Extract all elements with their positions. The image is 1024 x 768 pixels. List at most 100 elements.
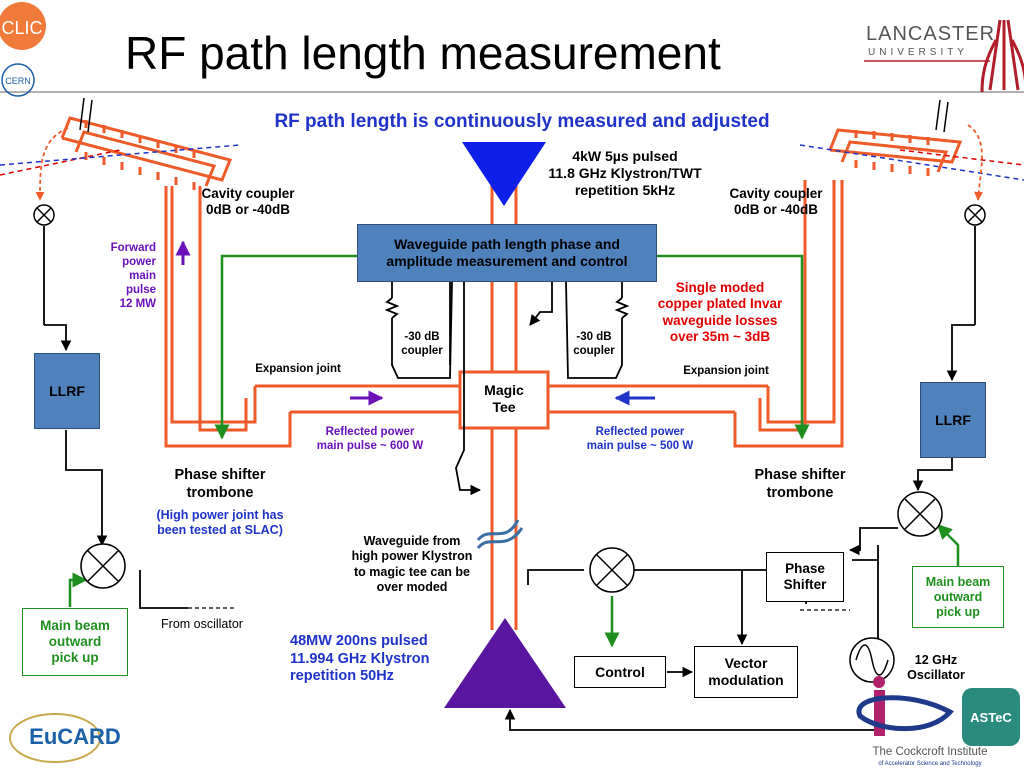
waveguide-note-line: Waveguide from — [363, 534, 461, 548]
measurement-box-line: Waveguide path length phase and — [394, 236, 620, 253]
high-power-line: been tested at SLAC) — [157, 523, 283, 538]
beam-line-left-red — [0, 149, 121, 176]
lancaster-line1: LANCASTER — [866, 23, 995, 45]
pickup-line: Main beam — [40, 617, 110, 633]
forward-power-line: pulse — [125, 284, 156, 297]
high-power-joint-note: (High power joint has been tested at SLA… — [140, 508, 300, 539]
coupler-right-label: -30 dB coupler — [564, 330, 624, 358]
pickup-loop-left — [35, 127, 69, 201]
magic-tee-label: Magic Tee — [460, 382, 548, 416]
cavity-coupler-line: Cavity coupler — [729, 186, 823, 201]
klystron-bottom — [444, 618, 566, 708]
beam-line-left-blue — [0, 144, 241, 166]
forward-power-line: main — [129, 270, 156, 283]
cockcroft-line1: The Cockcroft Institute — [872, 746, 987, 758]
cavity-coupler-line: 0dB or -40dB — [733, 202, 818, 218]
from-oscillator-label: From oscillator — [161, 617, 243, 631]
waveguide-note: Waveguide from high power Klystron to ma… — [342, 534, 482, 595]
cavity-right — [828, 128, 963, 176]
lancaster-line2: UNIVERSITY — [868, 47, 968, 58]
cockcroft-line2: of Accelerator Science and Technology — [878, 761, 981, 767]
coupler-network — [384, 281, 630, 496]
klystron-top-line: 4kW 5µs pulsed — [572, 148, 678, 164]
llrf-box-left: LLRF — [34, 353, 100, 429]
trombone-line: Phase shifter — [174, 467, 266, 483]
expansion-joint-left: Expansion joint — [255, 363, 341, 375]
magic-tee-line: Tee — [492, 399, 516, 416]
single-moded-line: waveguide losses — [662, 312, 778, 328]
phase-shifter-line: Phase — [785, 560, 825, 576]
klystron-bottom-label: 48MW 200ns pulsed 11.994 GHz Klystron re… — [290, 633, 460, 686]
pickup-probes — [79, 97, 949, 133]
coupler-line: coupler — [573, 345, 615, 358]
phase-shifter-line: Shifter — [783, 577, 827, 592]
reflected-power-line: main pulse ~ 500 W — [586, 440, 694, 453]
llrf-box-right: LLRF — [920, 382, 986, 458]
waveguide-note-line: high power Klystron — [351, 549, 473, 564]
page-subtitle: RF path length is continuously measured … — [274, 111, 770, 132]
phase-shifter-box: Phase Shifter — [766, 552, 844, 602]
klystron-top — [462, 142, 546, 206]
magic-tee-box — [458, 370, 550, 430]
cavity-coupler-right-label: Cavity coupler 0dB or -40dB — [716, 186, 836, 219]
beam-line-right-red — [899, 149, 1024, 166]
vector-modulation-line: modulation — [708, 672, 784, 688]
klystron-top-line: 11.8 GHz Klystron/TWT — [548, 165, 702, 182]
pickup-line-right — [936, 523, 960, 568]
eucard-logo: EuCARD — [9, 713, 121, 763]
phase-shifter-trombone-right: Phase shifter trombone — [740, 467, 860, 502]
mixer-right-top — [964, 204, 986, 226]
single-moded-line: Single moded — [675, 280, 765, 295]
pickup-loop-right — [967, 124, 984, 201]
klystron-bottom-line: 11.994 GHz Klystron — [290, 650, 430, 667]
expansion-joint-right: Expansion joint — [683, 365, 769, 377]
pickup-line: outward — [933, 589, 983, 604]
control-line-left — [214, 254, 357, 440]
vector-modulation-box: Vector modulation — [694, 646, 798, 698]
pickup-line: Main beam — [925, 574, 991, 589]
waveguide-note-line: to magic tee can be — [353, 564, 470, 579]
klystron-top-line: repetition 5kHz — [574, 182, 676, 199]
left-signal-chain — [43, 226, 188, 609]
trombone-line: Phase shifter — [754, 467, 846, 483]
single-moded-note: Single moded copper plated Invar wavegui… — [640, 280, 800, 346]
cavity-coupler-line: 0dB or -40dB — [205, 202, 290, 218]
cockcroft-logo: The Cockcroft Institute of Accelerator S… — [856, 676, 988, 767]
beam-line-right-blue — [799, 144, 1024, 181]
phase-shifter-trombone-left: Phase shifter trombone — [160, 467, 280, 502]
pickup-line-left — [68, 572, 88, 607]
pickup-line: outward — [48, 633, 102, 649]
mixer-left-top — [33, 204, 55, 226]
high-power-line: (High power joint has — [156, 508, 284, 522]
reflected-power-left: Reflected power main pulse ~ 600 W — [300, 425, 440, 453]
single-moded-line: over 35m ~ 3dB — [669, 329, 771, 345]
lancaster-logo: LANCASTER UNIVERSITY — [864, 19, 1024, 93]
trombone-line: trombone — [186, 484, 254, 501]
coupler-left-label: -30 dB coupler — [392, 330, 452, 358]
reflected-power-line: Reflected power — [325, 426, 415, 438]
cern-logo: CERN — [1, 63, 35, 97]
vector-modulation-line: Vector — [724, 655, 768, 672]
coupler-line: -30 dB — [404, 331, 440, 343]
clic-logo: CLIC — [0, 2, 46, 50]
control-line-right — [656, 254, 810, 440]
klystron-top-label: 4kW 5µs pulsed 11.8 GHz Klystron/TWT rep… — [525, 148, 725, 199]
coupler-line: -30 dB — [576, 331, 612, 343]
reflected-power-right: Reflected power main pulse ~ 500 W — [570, 425, 710, 453]
oscillator-line: Oscillator — [907, 668, 965, 683]
eucard-logo-text: EuCARD — [29, 724, 121, 749]
reflected-power-line: Reflected power — [595, 426, 685, 438]
main-beam-pickup-right: Main beam outward pick up — [912, 566, 1004, 628]
mixer-right-bottom — [897, 491, 943, 537]
oscillator-symbol — [849, 637, 895, 683]
reflected-power-line: main pulse ~ 600 W — [316, 440, 424, 453]
oscillator-label: 12 GHz Oscillator — [896, 653, 976, 684]
forward-power-line: Forward — [110, 242, 156, 254]
cavity-coupler-line: Cavity coupler — [201, 186, 295, 201]
oscillator-line: 12 GHz — [914, 653, 958, 667]
cern-logo-text: CERN — [5, 76, 31, 86]
cavity-left — [60, 116, 233, 190]
control-box: Control — [574, 656, 666, 688]
waveguide-note-line: over moded — [376, 579, 448, 594]
